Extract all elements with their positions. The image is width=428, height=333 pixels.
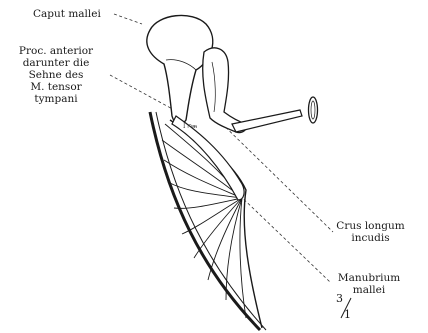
leader-caput <box>114 14 142 24</box>
svg-text:ꟾ ∩ᵯ: ꟾ ∩ᵯ <box>183 122 197 130</box>
label-line: Crus longum <box>333 220 408 232</box>
label-line: Sehne des <box>4 69 108 81</box>
incus <box>203 48 247 133</box>
label-line: M. tensor <box>4 81 108 93</box>
label-caput-mallei: Caput mallei <box>33 8 101 20</box>
magnification-denominator: 1 <box>344 309 351 321</box>
crus-longum-rod <box>232 110 302 132</box>
label-line: tympani <box>4 93 108 105</box>
radial-fibres <box>162 124 246 318</box>
label-line: incudis <box>333 232 408 244</box>
label-line: Manubrium <box>330 272 408 284</box>
label-proc-anterior: Proc. anterior darunter die Sehne des M.… <box>4 45 108 105</box>
label-crus-longum: Crus longum incudis <box>333 220 408 244</box>
label-line: darunter die <box>4 57 108 69</box>
leader-manubrium <box>232 188 330 282</box>
label-line: Proc. anterior <box>4 45 108 57</box>
